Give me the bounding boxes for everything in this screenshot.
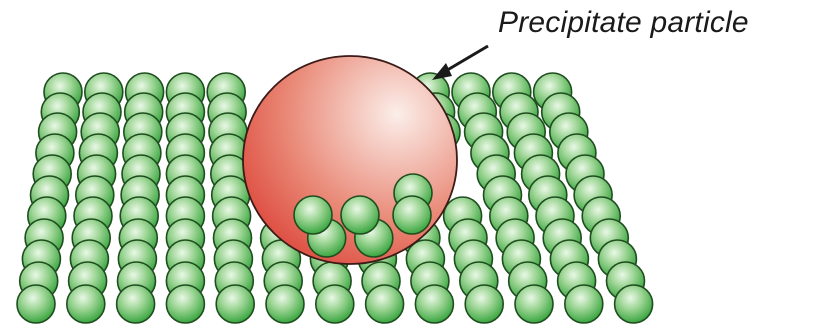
precipitate-particle bbox=[243, 56, 457, 264]
lattice-atom bbox=[515, 285, 553, 323]
lattice-atom bbox=[415, 285, 453, 323]
lattice-atom bbox=[615, 285, 653, 323]
precipitate-group bbox=[243, 56, 457, 264]
lattice-atom bbox=[465, 285, 503, 323]
lattice-atom bbox=[366, 285, 404, 323]
lattice-atom bbox=[117, 285, 155, 323]
lattice-atom bbox=[393, 196, 431, 234]
lattice-atom bbox=[216, 285, 254, 323]
lattice-atom bbox=[17, 285, 55, 323]
lattice-atom bbox=[565, 285, 603, 323]
lattice-atom bbox=[67, 285, 105, 323]
precipitate-label: Precipitate particle bbox=[498, 6, 749, 40]
lattice-atom bbox=[316, 285, 354, 323]
lattice-atom bbox=[341, 196, 379, 234]
lattice-atom bbox=[266, 285, 304, 323]
lattice-atom bbox=[294, 196, 332, 234]
lattice-atom bbox=[166, 285, 204, 323]
